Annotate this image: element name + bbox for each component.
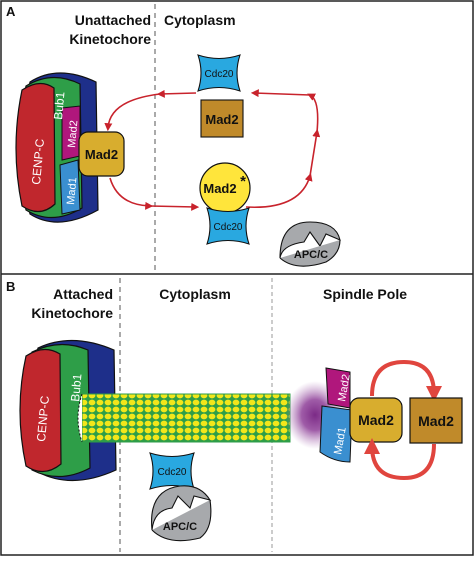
- panel-a-cenpc-layer: [15, 82, 56, 213]
- panel-a-apcc-label: APC/C: [294, 249, 328, 261]
- panel-b-mad1-block: [319, 405, 353, 463]
- panel-b-header-left-line1: Attached: [53, 286, 113, 302]
- panel-a-cdc20-bottom: [206, 207, 250, 245]
- panel-b-letter: B: [6, 279, 15, 294]
- panel-a-header-left-line2: Kinetochore: [69, 31, 151, 47]
- panel-a-mad2-bound: [78, 131, 125, 177]
- panel-b-apcc: [151, 485, 212, 531]
- panel-b-kinetochore: CENP-C Bub1: [19, 339, 117, 482]
- panel-b-cenpc-layer: [19, 348, 62, 473]
- microtubule: [81, 393, 291, 443]
- arrow-top-left: [104, 93, 161, 132]
- panel-a-mad2-bound-label: Mad2: [85, 147, 118, 162]
- microtubule-plus-end: [77, 393, 83, 443]
- panel-b-exchange-arrow-bottom: [364, 438, 436, 481]
- panel-a-kinetochore: CENP-C Bub1 Mad1 Mad2: [15, 72, 99, 223]
- panel-a-apcc-lower: [279, 239, 341, 267]
- panel-a-cdc20-top-label: Cdc20: [205, 69, 234, 80]
- arrow-bottom-mid: [149, 202, 200, 211]
- panel-a-mad2-free-label: Mad2: [205, 112, 238, 127]
- arrow-right-up: [309, 128, 321, 177]
- panel-b-mad2-free: [409, 397, 463, 444]
- panel-b-mad2-free-label: Mad2: [418, 413, 454, 429]
- panel-a-header-right: Cytoplasm: [164, 12, 236, 28]
- panel-a-cdc20-bottom-label: Cdc20: [214, 222, 243, 233]
- panel-b-apcc-label: APC/C: [163, 521, 197, 533]
- panel-a-header-left-line1: Unattached: [75, 12, 151, 28]
- panel-a-mad2-star-label: Mad2: [203, 181, 236, 196]
- panel-b-cenpc-label: CENP-C: [34, 395, 52, 442]
- panel-b-header-left-line2: Kinetochore: [31, 305, 113, 321]
- panel-a-mad2-kt-label: Mad2: [66, 120, 80, 148]
- panel-a: A Unattached Kinetochore Cytoplasm CENP-…: [6, 4, 341, 272]
- panel-a-apcc: [279, 221, 341, 259]
- panel-b-header-right: Spindle Pole: [323, 286, 407, 302]
- panel-a-mad1-block: [59, 159, 81, 215]
- arrow-right-top: [307, 93, 319, 133]
- panel-a-cenpc-label: CENP-C: [29, 138, 47, 185]
- arrow-top-mid: [156, 89, 197, 98]
- panel-a-cycle-arrows: [104, 89, 321, 211]
- panel-b-mad1-label: Mad1: [332, 426, 349, 455]
- panel-b-bub1-label: Bub1: [68, 373, 84, 402]
- panel-a-bub1-label: Bub1: [51, 91, 67, 120]
- arrow-bottom-right: [245, 172, 313, 209]
- panel-a-mad1-label: Mad1: [65, 177, 79, 205]
- panel-b: B Attached Kinetochore Cytoplasm Spindle…: [6, 278, 463, 552]
- panel-b-cdc20-label: Cdc20: [158, 467, 187, 478]
- panel-a-mad2-star-asterisk: *: [240, 173, 246, 190]
- panel-a-cdc20-top: [197, 54, 241, 92]
- panel-b-header-mid: Cytoplasm: [159, 286, 231, 302]
- panel-b-exchange-arrow-top: [370, 359, 442, 402]
- panel-b-mad2-kt-label: Mad2: [336, 373, 353, 402]
- arrow-top-right: [250, 89, 311, 98]
- panel-b-apcc-lower: [151, 499, 212, 542]
- panel-a-mad2-free: [200, 99, 244, 138]
- panel-b-mad2-bound-label: Mad2: [358, 412, 394, 428]
- arrow-bottom-left: [109, 177, 154, 210]
- panel-a-letter: A: [6, 4, 16, 19]
